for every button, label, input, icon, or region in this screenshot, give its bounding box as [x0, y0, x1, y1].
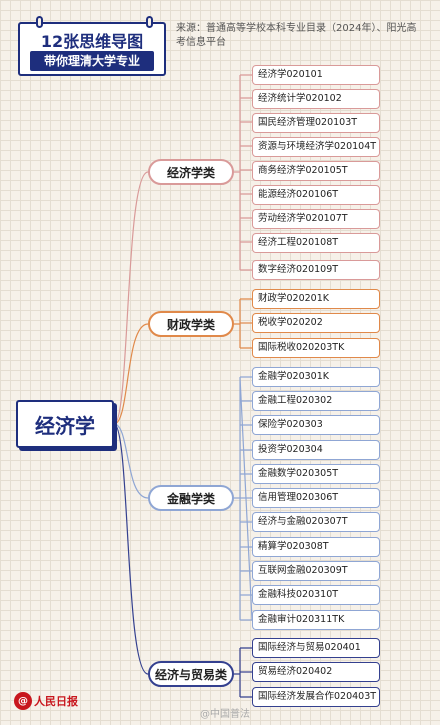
- major-item: 资源与环境经济学020104T: [252, 137, 380, 157]
- link-root-cat3: [113, 423, 149, 499]
- bracket-cat1: [234, 74, 252, 271]
- watermark: @中国普法: [200, 709, 250, 720]
- major-item: 经济工程020108T: [252, 233, 380, 253]
- major-item: 国民经济管理020103T: [252, 113, 380, 133]
- major-item: 贸易经济020402: [252, 662, 380, 682]
- major-item: 国际经济发展合作020403T: [252, 687, 380, 707]
- logo-mark: @: [14, 692, 32, 710]
- link-root-cat2: [113, 323, 149, 425]
- link-root-cat1: [113, 171, 149, 425]
- category-node: 财政学类: [148, 311, 234, 337]
- binder-ring: [146, 16, 153, 28]
- major-item: 金融审计020311TK: [252, 610, 380, 630]
- major-item: 精算学020308T: [252, 537, 380, 557]
- major-item: 税收学020202: [252, 313, 380, 333]
- category-node: 经济学类: [148, 159, 234, 185]
- major-item: 金融数学020305T: [252, 464, 380, 484]
- major-item: 互联网金融020309T: [252, 561, 380, 581]
- major-item: 能源经济020106T: [252, 185, 380, 205]
- major-item: 投资学020304: [252, 440, 380, 460]
- major-item: 保险学020303: [252, 415, 380, 435]
- title-line2: 带你理清大学专业: [30, 51, 154, 71]
- major-item: 信用管理020306T: [252, 488, 380, 508]
- major-item: 金融科技020310T: [252, 585, 380, 605]
- major-item: 数字经济020109T: [252, 260, 380, 280]
- major-item: 经济学020101: [252, 65, 380, 85]
- binder-ring: [36, 16, 43, 28]
- major-item: 劳动经济学020107T: [252, 209, 380, 229]
- root-node: 经济学: [16, 400, 114, 448]
- link-root-cat4: [113, 423, 149, 675]
- category-node: 金融学类: [148, 485, 234, 511]
- major-item: 金融学020301K: [252, 367, 380, 387]
- peoples-daily-logo: @ 人民日报: [14, 690, 78, 712]
- major-item: 商务经济学020105T: [252, 161, 380, 181]
- major-item: 国际税收020203TK: [252, 338, 380, 358]
- major-item: 财政学020201K: [252, 289, 380, 309]
- major-item: 经济与金融020307T: [252, 512, 380, 532]
- category-node: 经济与贸易类: [148, 661, 234, 687]
- logo-text: 人民日报: [34, 695, 78, 708]
- title-card: 12张思维导图 带你理清大学专业: [18, 16, 166, 76]
- major-item: 经济统计学020102: [252, 89, 380, 109]
- source-note: 来源：普通高等学校本科专业目录（2024年）、阳光高考信息平台: [176, 23, 417, 48]
- major-item: 金融工程020302: [252, 391, 380, 411]
- major-item: 国际经济与贸易020401: [252, 638, 380, 658]
- title-line1: 12张思维导图: [40, 32, 144, 51]
